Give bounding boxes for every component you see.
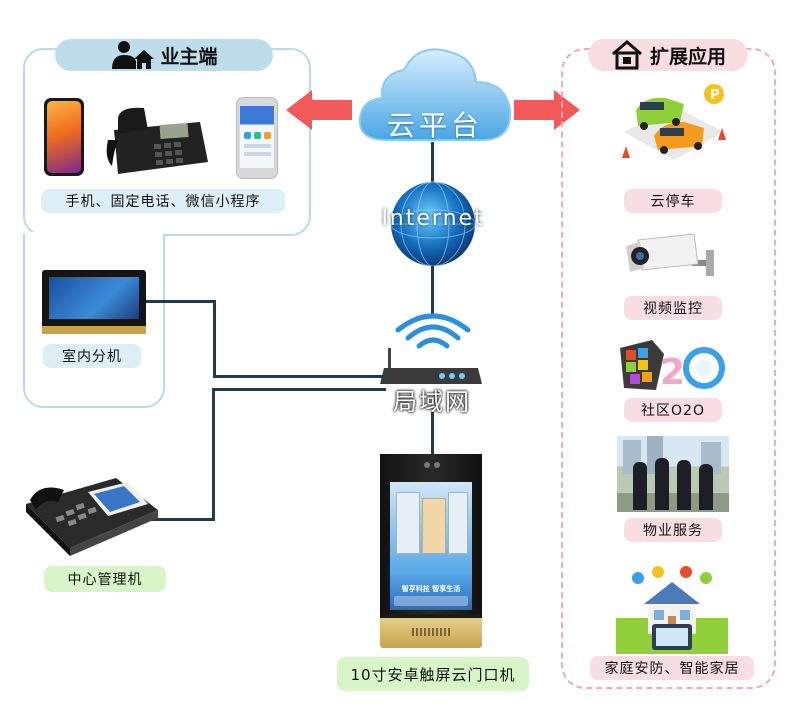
ext-item-community-o2o: 社区O2O <box>624 398 722 422</box>
extensions-header: 扩展应用 <box>588 39 748 71</box>
svg-text:P: P <box>710 88 720 103</box>
cloud-icon <box>358 48 512 141</box>
owner-header: 业主端 <box>55 39 273 71</box>
landline-telephone-icon <box>106 107 208 174</box>
owner-section-extension-frame <box>23 234 165 408</box>
owner-devices-label: 手机、固定电话、微信小程序 <box>41 189 285 213</box>
indoor-unit-label: 室内分机 <box>43 344 141 368</box>
center-wire-a <box>212 388 386 391</box>
cloud-platform-label: 云平台 <box>386 109 483 142</box>
cctv-camera-icon <box>626 233 714 276</box>
ext-item-home-security-smart-home: 家庭安防、智能家居 <box>590 656 754 680</box>
mobile-phone-icon <box>44 98 84 176</box>
ext-item-video-surveillance: 视频监控 <box>624 296 722 320</box>
center-wire-c <box>150 518 215 521</box>
property-service-photo <box>617 436 729 512</box>
internet-label: Internet <box>381 206 485 231</box>
router-door-link <box>431 412 434 456</box>
cloud-internet-link <box>431 142 434 190</box>
wechat-miniprogram-phone-icon <box>236 97 278 179</box>
center-manager-label: 中心管理机 <box>44 566 166 592</box>
center-wire-b <box>212 388 215 520</box>
indoor-wire-a <box>146 300 216 303</box>
o2o-icon: 2 <box>620 340 725 393</box>
smart-home-icon <box>612 40 642 70</box>
indoor-wire-c <box>213 375 385 378</box>
router-icon <box>380 348 482 384</box>
arrow-to-extensions-icon <box>514 90 580 130</box>
owner-title: 业主端 <box>160 45 218 68</box>
indoor-wire-b <box>213 300 216 378</box>
door-station-icon: 智亨科技 智享生活 <box>380 454 482 648</box>
ext-item-cloud-parking: 云停车 <box>624 189 722 213</box>
lan-label: 局域网 <box>393 388 471 416</box>
wifi-signal-icon <box>395 313 471 349</box>
internet-router-link <box>431 266 434 316</box>
svg-text:2: 2 <box>660 352 685 393</box>
arrow-to-owner-icon <box>286 90 352 130</box>
door-screen-banner: 智亨科技 智享生活 <box>401 585 461 593</box>
frame-join <box>25 232 163 238</box>
extensions-title: 扩展应用 <box>649 45 726 68</box>
internet-globe-icon <box>390 181 476 267</box>
smart-home-security-icon <box>616 566 728 654</box>
ext-item-property-service: 物业服务 <box>624 518 722 542</box>
door-station-label: 10寸安卓触屏云门口机 <box>337 657 529 691</box>
parking-cars-icon: P <box>622 84 726 160</box>
indoor-monitor-icon <box>42 270 146 334</box>
management-console-icon <box>26 478 158 556</box>
owner-house-user-icon <box>112 41 155 69</box>
